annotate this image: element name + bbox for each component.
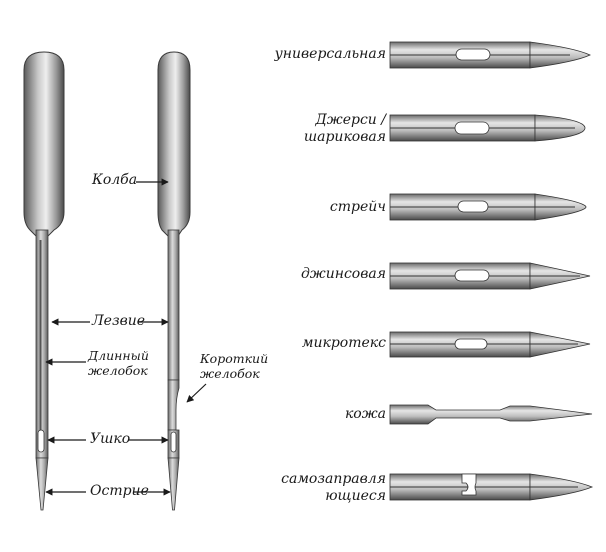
type-label-jeans: джинсовая	[300, 266, 386, 282]
label-blade: Лезвие	[92, 313, 146, 329]
tip-stretch	[389, 193, 587, 221]
needle-right-eye	[170, 431, 177, 453]
tip-jersey-ball	[389, 114, 586, 142]
short-groove-pointer	[186, 383, 207, 403]
label-short-groove-2: желобок	[200, 366, 260, 381]
type-label-leather: кожа	[344, 406, 386, 422]
tip-leather	[389, 404, 593, 425]
type-label-microtex: микротекс	[301, 335, 386, 351]
callout-lines	[45, 178, 207, 496]
label-eye: Ушко	[90, 431, 131, 447]
label-flask: Колба	[92, 172, 138, 188]
tip-self-threading	[389, 473, 594, 501]
needle-right-shank	[157, 51, 191, 237]
tip-microtex	[389, 331, 591, 358]
type-label-stretch: стрейч	[329, 199, 386, 215]
tip-universal	[389, 41, 591, 69]
needle-left-blade	[35, 229, 49, 459]
tip-jeans	[389, 262, 591, 290]
type-label-jersey: Джерси / шариковая	[303, 112, 386, 145]
label-point: Острие	[90, 483, 149, 499]
needle-left	[23, 51, 65, 511]
type-label-self-threading: самозаправля ющиеся	[281, 471, 386, 504]
needle-right-short-groove	[167, 379, 180, 431]
label-long-groove-1: Длинный	[88, 348, 149, 363]
needle-left-point	[35, 457, 49, 511]
needle-right-blade	[167, 229, 180, 381]
needle-left-shank	[23, 51, 65, 237]
needle-right-point	[167, 457, 180, 511]
label-long-groove-2: желобок	[88, 363, 148, 378]
needle-right	[157, 51, 191, 511]
needle-left-eye	[37, 429, 45, 453]
label-short-groove-1: Короткий	[200, 351, 269, 366]
type-label-universal: универсальная	[274, 46, 386, 62]
